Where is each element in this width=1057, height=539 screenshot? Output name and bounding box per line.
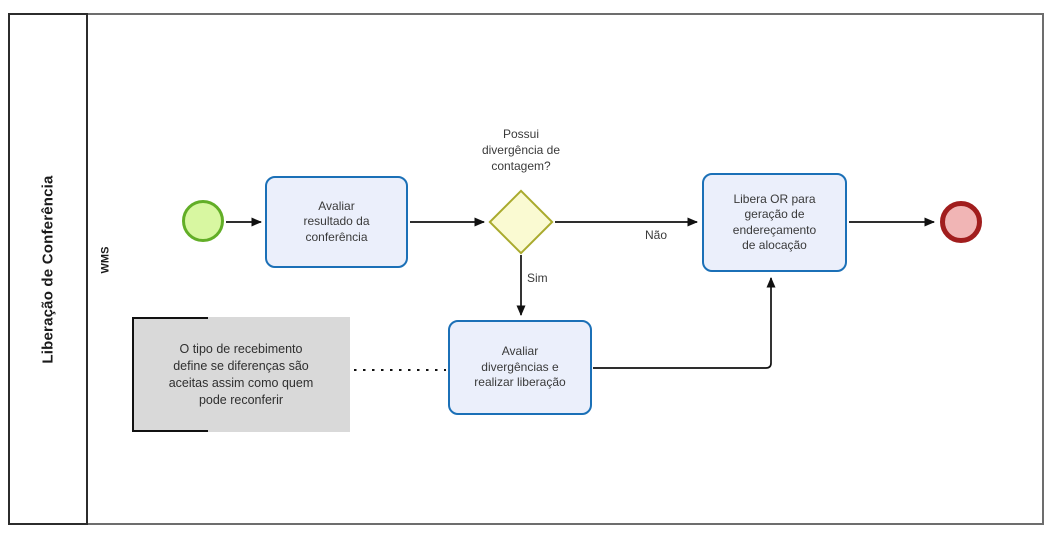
- text-annotation: O tipo de recebimento define se diferenç…: [132, 317, 350, 432]
- start-event: [182, 200, 224, 242]
- annotation-bracket: [132, 317, 134, 432]
- flow-label-nao: Não: [645, 228, 668, 242]
- annotation-bracket-bottom: [132, 430, 208, 432]
- lane-label-wrap: WMS: [90, 180, 120, 340]
- task-avaliar-resultado-label: Avaliar resultado da conferência: [303, 198, 370, 244]
- task-libera-or-label: Libera OR para geração de endereçamento …: [732, 191, 817, 253]
- flow-label-sim: Sim: [527, 271, 548, 285]
- task-avaliar-divergencias-label: Avaliar divergências e realizar liberaçã…: [474, 344, 566, 390]
- annotation-bracket-top: [132, 317, 208, 319]
- task-avaliar-resultado: Avaliar resultado da conferência: [265, 176, 408, 268]
- end-event: [940, 201, 982, 243]
- lane-label-wms: WMS: [98, 246, 111, 274]
- task-avaliar-divergencias: Avaliar divergências e realizar liberaçã…: [448, 320, 592, 415]
- pool-boundary: [8, 13, 1044, 525]
- pool-title-band: Liberação de Conferência: [8, 13, 88, 525]
- task-libera-or: Libera OR para geração de endereçamento …: [702, 173, 847, 272]
- annotation-text: O tipo de recebimento define se diferenç…: [168, 341, 314, 407]
- pool-title: Liberação de Conferência: [39, 174, 57, 364]
- gateway-question-label: Possui divergência de contagem?: [481, 127, 561, 173]
